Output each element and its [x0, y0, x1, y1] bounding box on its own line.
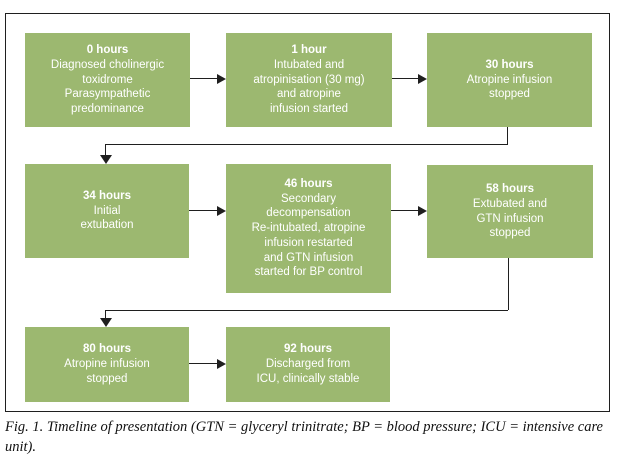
connector-line [105, 310, 106, 319]
arrow-down-icon [100, 318, 112, 327]
box-time-label: 92 hours [284, 343, 332, 356]
box-body-text: Discharged from ICU, clinically stable [256, 358, 360, 385]
timeline-box-58-hours: 58 hours Extubated and GTN infusion stop… [427, 165, 593, 258]
connector-line [105, 143, 508, 145]
connector-line [392, 78, 419, 79]
timeline-box-1-hour: 1 hour Intubated and atropinisation (30 … [226, 33, 392, 127]
timeline-box-34-hours: 34 hours Initial extubation [25, 164, 189, 258]
timeline-box-30-hours: 30 hours Atropine infusion stopped [427, 33, 592, 127]
connector-line [189, 210, 217, 211]
figure-caption: Fig. 1. Timeline of presentation (GTN = … [5, 419, 603, 455]
box-time-label: 1 hour [291, 44, 327, 57]
arrow-right-icon [418, 74, 427, 84]
box-time-label: 80 hours [83, 343, 131, 356]
connector-line [189, 363, 217, 364]
arrow-right-icon [217, 359, 226, 369]
timeline-box-80-hours: 80 hours Atropine infusion stopped [25, 327, 189, 402]
box-time-label: 30 hours [485, 58, 534, 71]
connector-line [507, 127, 508, 145]
box-time-label: 58 hours [486, 183, 534, 196]
arrow-right-icon [217, 74, 226, 84]
connector-line [190, 78, 218, 79]
arrow-down-icon [100, 155, 112, 164]
timeline-box-0-hours: 0 hours Diagnosed cholinergic toxidrome … [25, 33, 190, 127]
connector-line [105, 309, 508, 311]
box-body-text: Atropine infusion stopped [64, 358, 150, 385]
box-body-text: Secondary decompensation Re-intubated, a… [251, 192, 366, 279]
connector-line [508, 258, 509, 310]
box-time-label: 46 hours [284, 177, 333, 190]
box-body-text: Intubated and atropinisation (30 mg) and… [253, 58, 365, 116]
box-time-label: 0 hours [86, 44, 129, 57]
connector-line [105, 144, 106, 156]
connector-line [391, 210, 419, 211]
box-body-text: Initial extubation [80, 204, 134, 232]
box-body-text: Extubated and GTN infusion stopped [472, 197, 548, 240]
timeline-box-46-hours: 46 hours Secondary decompensation Re-int… [226, 164, 391, 293]
box-time-label: 34 hours [83, 189, 131, 202]
arrow-right-icon [418, 206, 427, 216]
arrow-right-icon [217, 206, 226, 216]
box-body-text: Atropine infusion stopped [466, 73, 553, 101]
timeline-box-92-hours: 92 hours Discharged from ICU, clinically… [226, 327, 390, 402]
box-body-text: Diagnosed cholinergic toxidrome Parasymp… [50, 58, 165, 116]
